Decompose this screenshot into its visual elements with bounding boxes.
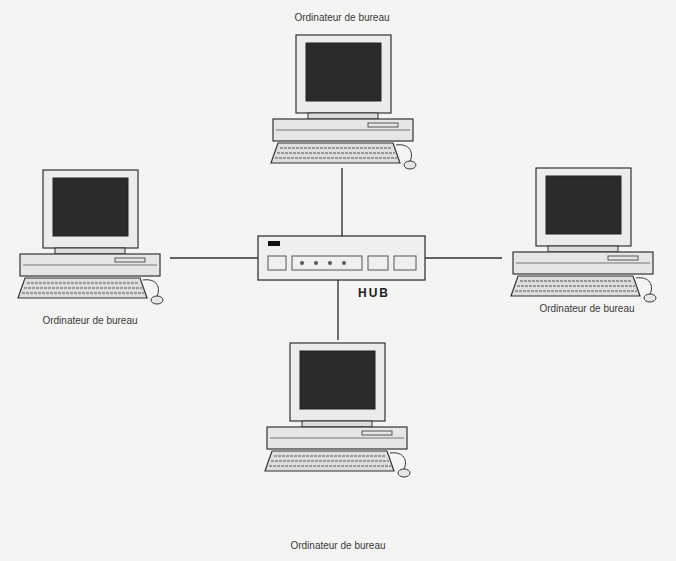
- computer-label: Ordinateur de bureau: [0, 315, 190, 326]
- network-cable: [337, 280, 338, 340]
- desktop-computer: Ordinateur de bureau: [262, 8, 422, 168]
- hub-device: HUB: [258, 236, 425, 280]
- hub-label: HUB: [356, 286, 392, 300]
- network-cable: [341, 168, 342, 236]
- network-cable: [170, 257, 258, 258]
- computer-label: Ordinateur de bureau: [238, 540, 438, 551]
- desktop-computer: Ordinateur de bureau: [10, 168, 170, 330]
- computer-label: Ordinateur de bureau: [242, 12, 442, 23]
- desktop-computer: Ordinateur de bureau: [502, 166, 672, 318]
- desktop-computer: Ordinateur de bureau: [258, 340, 418, 555]
- computer-label: Ordinateur de bureau: [482, 303, 676, 314]
- network-cable: [425, 257, 502, 258]
